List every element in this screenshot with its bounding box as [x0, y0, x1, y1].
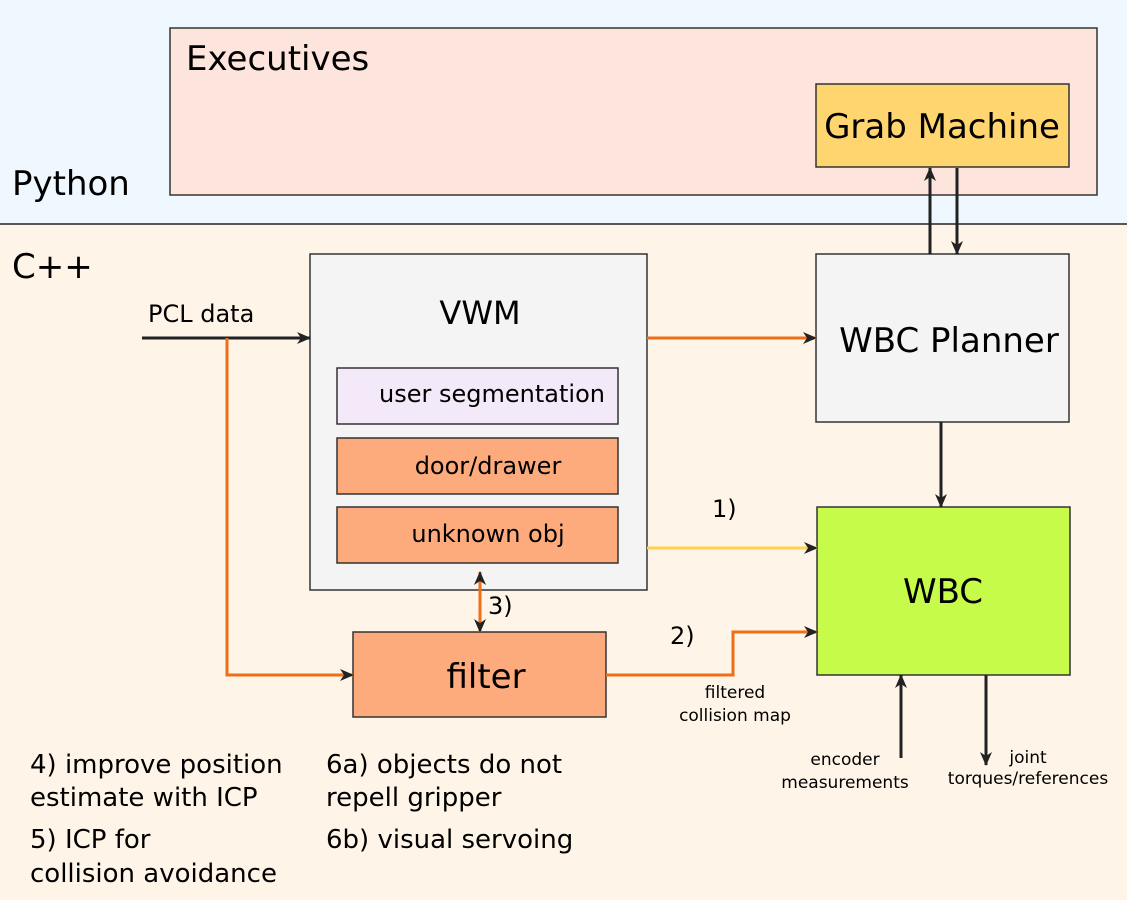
vwm-label: VWM: [439, 294, 520, 332]
python-layer-label: Python: [12, 164, 130, 204]
arrow-path-2: [606, 626, 818, 677]
door-drawer-label: door/drawer: [415, 452, 562, 480]
path-1-label: 1): [712, 495, 737, 523]
wbc-planner-box: [815, 253, 1070, 423]
note-6a-line2: repell gripper: [326, 783, 502, 813]
note-5-line2: collision avoidance: [30, 859, 277, 889]
pcl-data-label: PCL data: [148, 300, 254, 328]
user-segmentation-label: user segmentation: [379, 380, 605, 408]
grab-machine-label: Grab Machine: [824, 107, 1060, 147]
path-2-label: 2): [670, 622, 695, 650]
user-segmentation-box: [336, 367, 619, 425]
path-3-label: 3): [488, 592, 513, 620]
door-drawer-box: [336, 437, 619, 495]
note-5-line1: 5) ICP for: [30, 825, 151, 855]
filtered-collision-map-label-line1: filtered: [705, 683, 765, 703]
unknown-obj-label: unknown obj: [411, 520, 564, 548]
filtered-collision-map-label-line2: collision map: [679, 706, 791, 726]
wbc-label: WBC: [903, 572, 983, 612]
note-6b: 6b) visual servoing: [326, 825, 573, 855]
unknown-obj-box: [336, 506, 619, 564]
encoder-label-line1: encoder: [810, 750, 879, 770]
note-4-line1: 4) improve position: [30, 750, 283, 780]
joint-label-line1: joint: [1008, 748, 1047, 768]
executives-label: Executives: [186, 39, 369, 79]
note-6a-line1: 6a) objects do not: [326, 750, 562, 780]
cpp-layer-label: C++: [12, 247, 93, 287]
grab-machine-box: [815, 83, 1070, 168]
arrow-pcl-to-filter: [225, 338, 354, 681]
filter-label: filter: [446, 657, 525, 697]
note-4-line2: estimate with ICP: [30, 783, 258, 813]
wbc-box: [816, 506, 1071, 676]
encoder-label-line2: measurements: [781, 773, 909, 793]
wbc-planner-label: WBC Planner: [839, 321, 1059, 361]
joint-label-line2: torques/references: [948, 769, 1109, 789]
